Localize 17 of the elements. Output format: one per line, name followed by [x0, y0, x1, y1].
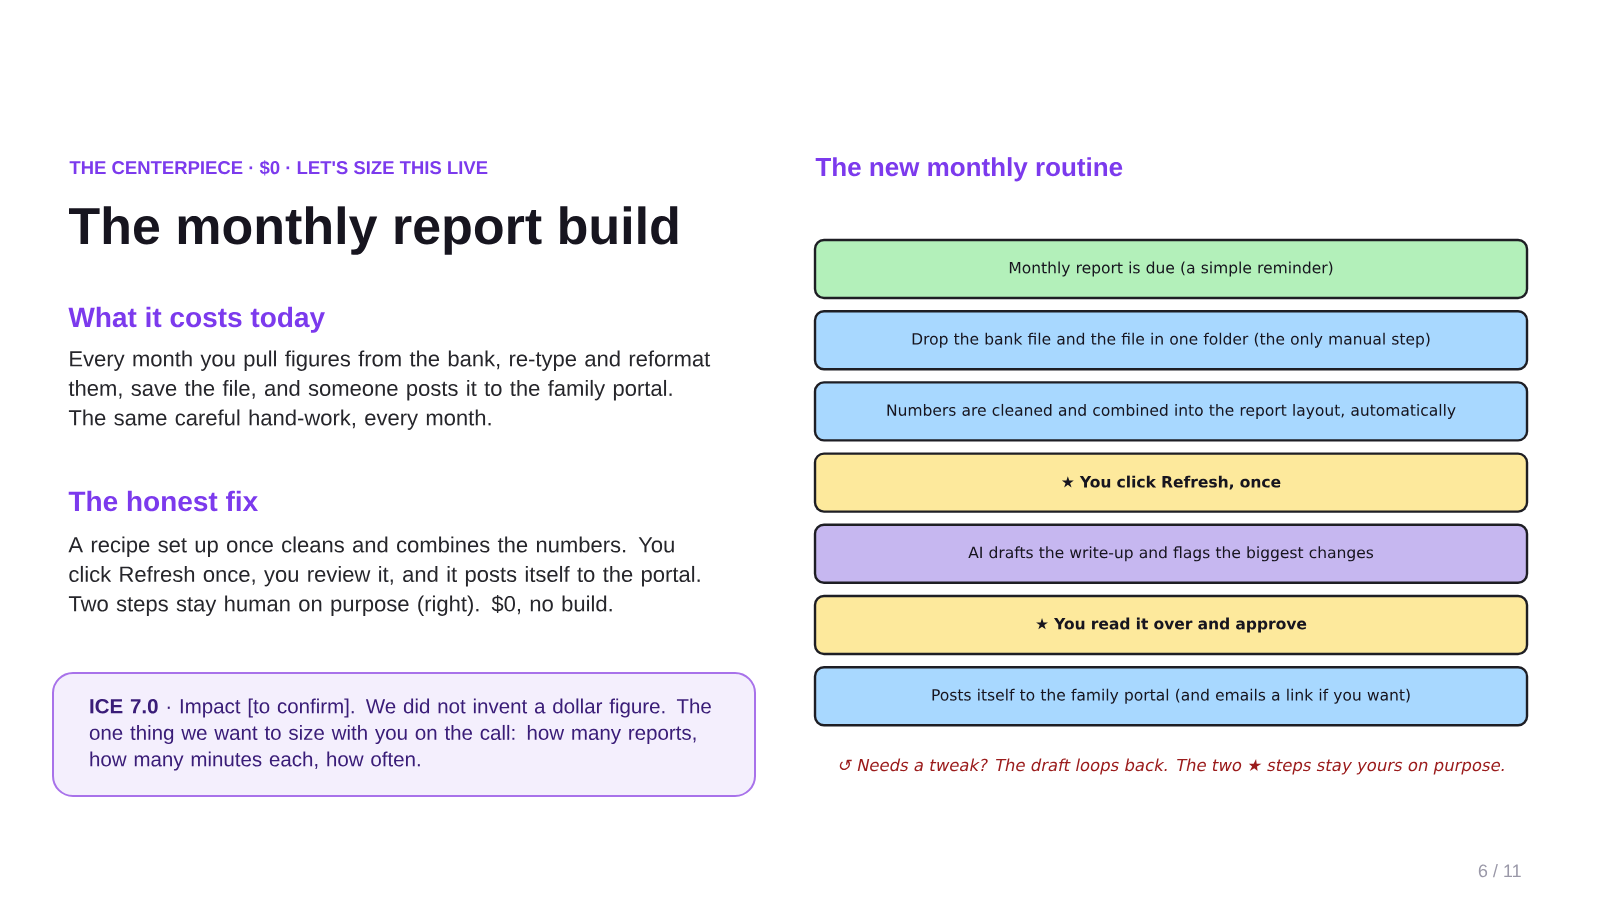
step-box: Drop the bank file and the file in one folder (the only manual step) — [813, 310, 1529, 371]
paragraph: A recipe set up once cleans and combines the numbers. You click Refresh once, you review it, and it posts itself to the portal. Two steps stay human on purpose (right). $0, no build. — [68, 536, 700, 616]
section-heading: What it costs today — [68, 306, 325, 333]
step-box: Numbers are cleaned and combined into the report layout, automatically — [813, 381, 1529, 442]
title: The monthly report build — [69, 206, 678, 255]
note-box: ICE 7.0 · Impact [to confirm]. We did not invent a dollar figure. The one thing we want to size with you on the call: how many reports, how many minutes each, how often. — [52, 672, 756, 797]
footnote: ↺ Needs a tweak? The draft loops back. The two ★ steps stay yours on purpose. — [839, 758, 1504, 775]
step-box: Posts itself to the family portal (and emails a link if you want) — [813, 666, 1529, 727]
section-heading: The honest fix — [68, 490, 258, 512]
step-box: ★ You click Refresh, once — [813, 452, 1529, 513]
step-box: AI drafts the write-up and flags the biggest changes — [813, 523, 1529, 584]
step-box: ★ You read it over and approve — [813, 594, 1529, 656]
step-box: Monthly report is due (a simple reminder) — [813, 238, 1529, 300]
column-heading: The new monthly routine — [815, 157, 1123, 182]
eyebrow-heading: THE CENTERPIECE · $0 · LET'S SIZE THIS LIVE — [69, 160, 488, 176]
paragraph: Every month you pull figures from the bank, re-type and reformat them, save the file, and someone posts it to the family portal. The same careful hand-work, every month. — [68, 350, 711, 430]
page-number: 6 / 11 — [1478, 863, 1521, 878]
